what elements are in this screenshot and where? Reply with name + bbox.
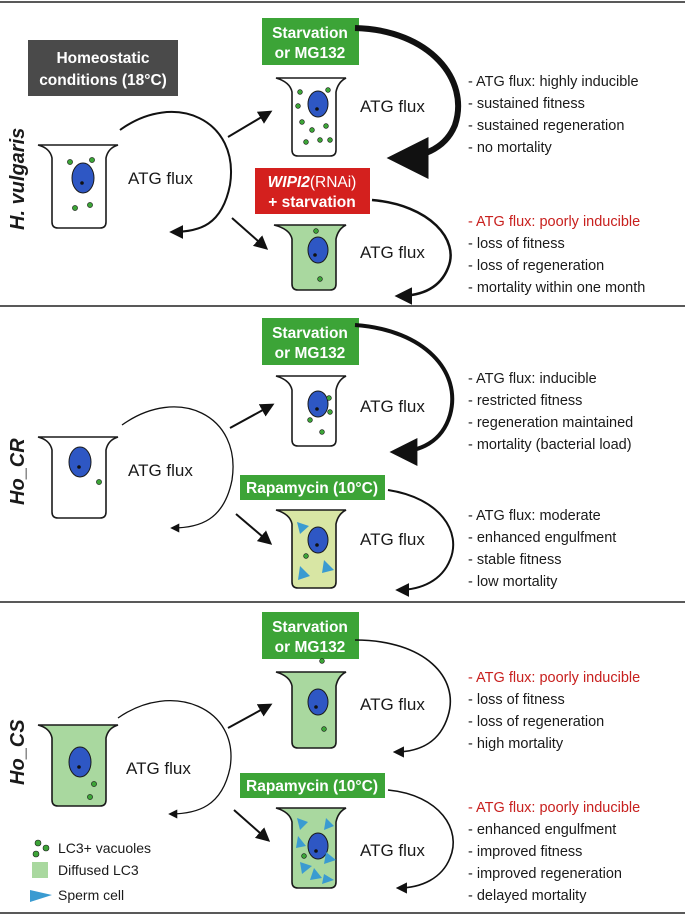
top-treatment-tag: Starvation or MG132 — [262, 318, 359, 365]
tag-gene: WIPI2 — [268, 174, 311, 191]
note-top-2: - restricted fitness — [468, 393, 582, 409]
note-bottom-2: - loss of fitness — [468, 236, 565, 252]
species-label: Ho_CS — [7, 719, 29, 785]
tag-line2: or MG132 — [275, 45, 346, 62]
note-top-2: - sustained fitness — [468, 96, 585, 112]
flux-label-left: ATG flux — [128, 461, 193, 480]
cell-rapamycin — [275, 509, 347, 589]
arrow-to-top — [227, 110, 273, 138]
legend-vacuoles-label: LC3+ vacuoles — [58, 840, 151, 856]
note-bottom-1: - ATG flux: poorly inducible — [468, 800, 640, 816]
note-bottom-2: - enhanced engulfment — [468, 530, 616, 546]
bottom-treatment-tag: Rapamycin (10°C) — [240, 475, 385, 500]
cell-starvation — [275, 77, 347, 157]
note-top-4: - mortality (bacterial load) — [468, 437, 632, 453]
tag-line2: + starvation — [268, 194, 355, 211]
flux-arc-bottom — [387, 489, 455, 597]
legend: LC3+ vacuoles Diffused LC3 Sperm cell — [30, 839, 151, 903]
arrow-to-bottom — [235, 513, 273, 545]
note-top-2: - loss of fitness — [468, 692, 565, 708]
species-label: H. vulgaris — [7, 128, 29, 230]
top-treatment-tag: Starvation or MG132 — [262, 18, 359, 65]
note-top-1: - ATG flux: inducible — [468, 371, 597, 387]
cell-homeostatic — [37, 724, 119, 807]
vacuole-icon — [34, 839, 42, 847]
note-top-3: - regeneration maintained — [468, 415, 633, 431]
top-treatment-tag: Starvation or MG132 — [262, 612, 359, 659]
flux-label-top: ATG flux — [360, 397, 425, 416]
cell-wipi2-rnai — [273, 224, 347, 291]
homeostatic-conditions-tag: Homeostatic conditions (18°C) — [28, 40, 178, 96]
note-top-1: - ATG flux: highly inducible — [468, 74, 639, 90]
arrow-to-bottom — [233, 809, 271, 842]
flux-label-bottom: ATG flux — [360, 841, 425, 860]
note-bottom-3: - improved fitness — [468, 844, 582, 860]
diffused-icon — [32, 862, 48, 878]
flux-label-left: ATG flux — [128, 169, 193, 188]
note-bottom-4: - mortality within one month — [468, 280, 645, 296]
cell-homeostatic — [37, 144, 119, 229]
note-bottom-3: - stable fitness — [468, 552, 562, 568]
tag-line2: or MG132 — [275, 639, 346, 656]
flux-arc-bottom — [371, 198, 452, 305]
bottom-treatment-tag: WIPI2(RNAi) + starvation — [255, 168, 370, 214]
flux-arc-top — [354, 25, 462, 179]
sperm-icon — [30, 890, 52, 902]
flux-label-bottom: ATG flux — [360, 243, 425, 262]
arrow-to-bottom — [231, 217, 269, 250]
note-top-1: - ATG flux: poorly inducible — [468, 670, 640, 686]
note-bottom-1: - ATG flux: moderate — [468, 508, 601, 524]
flux-label-left: ATG flux — [126, 759, 191, 778]
note-bottom-4: - low mortality — [468, 574, 558, 590]
cell-starvation — [275, 658, 347, 749]
flux-arc-bottom — [387, 789, 454, 894]
tag-line1: Starvation — [272, 325, 348, 342]
flux-arc-left — [121, 406, 234, 533]
legend-vacuoles: LC3+ vacuoles — [32, 839, 151, 858]
note-bottom-3: - loss of regeneration — [468, 258, 604, 274]
panel-ho-cs: Ho_CS ATG flux Starvation or MG132 ATG f… — [7, 612, 640, 904]
tag-rnai: (RNAi) — [310, 174, 357, 191]
note-top-3: - sustained regeneration — [468, 118, 624, 134]
flux-arc-top — [354, 639, 452, 758]
note-top-3: - loss of regeneration — [468, 714, 604, 730]
legend-diffused-label: Diffused LC3 — [58, 862, 139, 878]
legend-sperm-label: Sperm cell — [58, 887, 124, 903]
tag-line2: or MG132 — [275, 345, 346, 362]
tag-line1: Rapamycin (10°C) — [246, 480, 378, 497]
flux-label-top: ATG flux — [360, 695, 425, 714]
note-bottom-1: - ATG flux: poorly inducible — [468, 214, 640, 230]
flux-arc-top — [354, 323, 455, 466]
tag-line1: Rapamycin (10°C) — [246, 778, 378, 795]
flux-label-top: ATG flux — [360, 97, 425, 116]
panel-ho-cr: Ho_CR ATG flux Starvation or MG132 ATG f… — [7, 318, 633, 597]
cell-homeostatic — [37, 436, 119, 519]
note-bottom-4: - improved regeneration — [468, 866, 622, 882]
cell-starvation — [275, 375, 347, 447]
panel-h-vulgaris: H. vulgaris ATG flux Starvation or MG132 — [7, 18, 645, 305]
flux-label-bottom: ATG flux — [360, 530, 425, 549]
arrow-to-top — [227, 703, 273, 729]
bottom-treatment-tag: Rapamycin (10°C) — [240, 773, 385, 798]
note-top-4: - high mortality — [468, 736, 564, 752]
homeostatic-line1: Homeostatic — [56, 50, 149, 67]
note-bottom-2: - enhanced engulfment — [468, 822, 616, 838]
arrow-to-top — [229, 403, 275, 429]
species-label: Ho_CR — [7, 438, 29, 505]
note-top-4: - no mortality — [468, 140, 553, 156]
cell-rapamycin — [275, 807, 347, 889]
flux-arc-left — [119, 111, 233, 239]
homeostatic-line2: conditions (18°C) — [39, 72, 167, 89]
flux-arc-left — [117, 700, 232, 819]
legend-sperm: Sperm cell — [30, 887, 124, 903]
note-bottom-5: - delayed mortality — [468, 888, 587, 904]
legend-diffused: Diffused LC3 — [32, 862, 139, 878]
svg-text:WIPI2(RNAi): WIPI2(RNAi) — [268, 174, 357, 191]
tag-line1: Starvation — [272, 25, 348, 42]
tag-line1: Starvation — [272, 619, 348, 636]
